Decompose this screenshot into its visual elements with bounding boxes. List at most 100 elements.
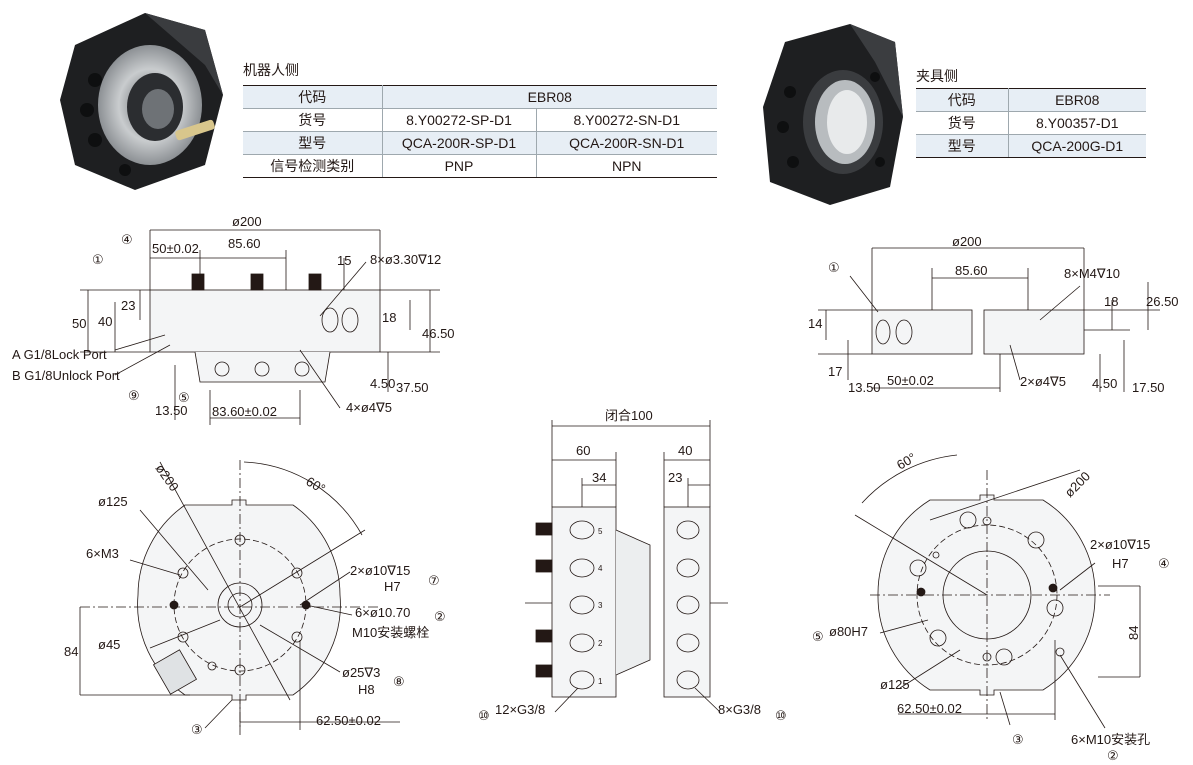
value-code: EBR08 bbox=[382, 85, 717, 109]
label-h2650: 26.50 bbox=[1146, 294, 1179, 309]
table-row: 货号 8.Y00272-SP-D1 8.Y00272-SN-D1 bbox=[243, 108, 717, 132]
callout-7: ⑦ bbox=[428, 573, 440, 588]
label-mount: 6×M10安装孔 bbox=[1071, 732, 1150, 747]
label-code: 代码 bbox=[916, 88, 1009, 112]
label-h23: 23 bbox=[121, 298, 135, 313]
label-d2: 85.60 bbox=[955, 263, 988, 278]
label-d3: 15 bbox=[337, 253, 351, 268]
label-part: 货号 bbox=[916, 111, 1009, 135]
label-w40: 40 bbox=[678, 443, 692, 458]
value-part-pnp: 8.Y00272-SP-D1 bbox=[382, 108, 537, 132]
value-part: 8.Y00357-D1 bbox=[1008, 111, 1146, 135]
label-model: 型号 bbox=[916, 134, 1009, 158]
label-h450: 4.50 bbox=[1092, 376, 1117, 391]
label-d8360: 83.60±0.02 bbox=[212, 404, 277, 419]
value-model-pnp: QCA-200R-SP-D1 bbox=[382, 131, 537, 155]
label-d6250: 62.50±0.02 bbox=[897, 701, 962, 716]
label-port-a: A G1/8Lock Port bbox=[12, 347, 107, 362]
label-h450: 4.50 bbox=[370, 376, 395, 391]
table-row: 代码 EBR08 bbox=[243, 85, 717, 109]
label-ports-left: 12×G3/8 bbox=[495, 702, 545, 717]
tool-side-product-photo bbox=[763, 24, 903, 205]
callout-8: ⑧ bbox=[393, 674, 405, 689]
table-row: 货号 8.Y00357-D1 bbox=[916, 111, 1146, 135]
port-number: 5 bbox=[598, 527, 603, 536]
label-d125: ø125 bbox=[880, 677, 910, 692]
label-h3750: 37.50 bbox=[396, 380, 429, 395]
callout-2: ② bbox=[1107, 748, 1119, 763]
label-ports-right: 8×G3/8 bbox=[718, 702, 761, 717]
callout-4: ④ bbox=[1158, 556, 1170, 571]
tool-spec-table: 代码 EBR08 货号 8.Y00357-D1 型号 QCA-200G-D1 bbox=[916, 88, 1146, 158]
callout-3: ③ bbox=[1012, 732, 1024, 747]
value-signal-pnp: PNP bbox=[382, 154, 537, 178]
label-d125: ø125 bbox=[98, 494, 128, 509]
port-number: 2 bbox=[598, 639, 603, 648]
callout-5: ⑤ bbox=[178, 390, 190, 405]
label-port-b: B G1/8Unlock Port bbox=[12, 368, 120, 383]
label-bore-fit: H8 bbox=[358, 682, 375, 697]
label-pin: 2×ø10∇15 bbox=[1090, 537, 1150, 552]
label-d1: 50±0.02 bbox=[887, 373, 934, 388]
callout-9: ⑨ bbox=[128, 388, 140, 403]
label-bolt-note: M10安装螺栓 bbox=[352, 625, 429, 640]
label-holes: 8×M4∇10 bbox=[1064, 266, 1120, 281]
label-w60: 60 bbox=[576, 443, 590, 458]
callout-4: ④ bbox=[121, 232, 133, 247]
label-dia: ø200 bbox=[1062, 469, 1094, 501]
port-number: 4 bbox=[598, 564, 603, 573]
label-h18: 18 bbox=[1104, 294, 1118, 309]
label-bolt: 6×ø10.70 bbox=[355, 605, 410, 620]
label-m3: 6×M3 bbox=[86, 546, 119, 561]
value-model-npn: QCA-200R-SN-D1 bbox=[536, 131, 717, 155]
label-dia: ø200 bbox=[952, 234, 982, 249]
label-h1350: 13.50 bbox=[848, 380, 881, 395]
table-row: 型号 QCA-200R-SP-D1 QCA-200R-SN-D1 bbox=[243, 131, 717, 155]
label-h40: 40 bbox=[98, 314, 112, 329]
label-h1750: 17.50 bbox=[1132, 380, 1165, 395]
label-w23: 23 bbox=[668, 470, 682, 485]
label-model: 型号 bbox=[243, 131, 383, 155]
label-w34: 34 bbox=[592, 470, 606, 485]
label-angle: 60° bbox=[304, 474, 329, 497]
label-d6250: 62.50±0.02 bbox=[316, 713, 381, 728]
label-d45: ø45 bbox=[98, 637, 120, 652]
callout-2: ② bbox=[434, 609, 446, 624]
label-d1: 50±0.02 bbox=[152, 241, 199, 256]
value-part-npn: 8.Y00272-SN-D1 bbox=[536, 108, 717, 132]
label-signal: 信号检测类别 bbox=[243, 154, 383, 178]
value-code: EBR08 bbox=[1008, 88, 1146, 112]
table-row: 信号检测类别 PNP NPN bbox=[243, 154, 717, 178]
tool-side-view: ø200 85.60 8×M4∇10 18 26.50 14 17 13.50 … bbox=[808, 234, 1179, 395]
label-bore: ø80H7 bbox=[829, 624, 868, 639]
callout-1: ① bbox=[92, 252, 104, 267]
label-h1350: 13.50 bbox=[155, 403, 188, 418]
combined-view: 闭合100 60 40 34 23 12×G3/8 8×G3/8 ⑩ ⑩ 1 2… bbox=[478, 408, 787, 723]
label-h14: 14 bbox=[808, 316, 822, 331]
label-pin: 2×ø10∇15 bbox=[350, 563, 410, 578]
label-code: 代码 bbox=[243, 85, 383, 109]
label-h50: 50 bbox=[72, 316, 86, 331]
tool-table-title: 夹具侧 bbox=[916, 68, 958, 84]
label-pin-fit: H7 bbox=[1112, 556, 1129, 571]
tool-front-view: 60° ø200 2×ø10∇15 H7 ø80H7 84 ø125 62.50… bbox=[812, 450, 1170, 763]
label-h84: 84 bbox=[1126, 626, 1141, 640]
label-h4650: 46.50 bbox=[422, 326, 455, 341]
callout-1: ① bbox=[828, 260, 840, 275]
label-h18: 18 bbox=[382, 310, 396, 325]
robot-table-title: 机器人侧 bbox=[243, 62, 299, 78]
label-closed: 闭合100 bbox=[605, 408, 653, 423]
table-row: 代码 EBR08 bbox=[916, 88, 1146, 112]
label-bore: ø25∇3 bbox=[342, 665, 380, 680]
label-holes: 8×ø3.30∇12 bbox=[370, 252, 441, 267]
robot-side-view: ø200 50±0.02 85.60 15 8×ø3.30∇12 50 40 2… bbox=[12, 214, 455, 425]
value-signal-npn: NPN bbox=[536, 154, 717, 178]
label-dia: ø200 bbox=[232, 214, 262, 229]
port-number: 3 bbox=[598, 601, 603, 610]
label-angle: 60° bbox=[894, 450, 919, 473]
label-h17: 17 bbox=[828, 364, 842, 379]
robot-spec-table: 代码 EBR08 货号 8.Y00272-SP-D1 8.Y00272-SN-D… bbox=[243, 85, 717, 178]
value-model: QCA-200G-D1 bbox=[1008, 134, 1146, 158]
robot-side-product-photo bbox=[60, 13, 223, 190]
